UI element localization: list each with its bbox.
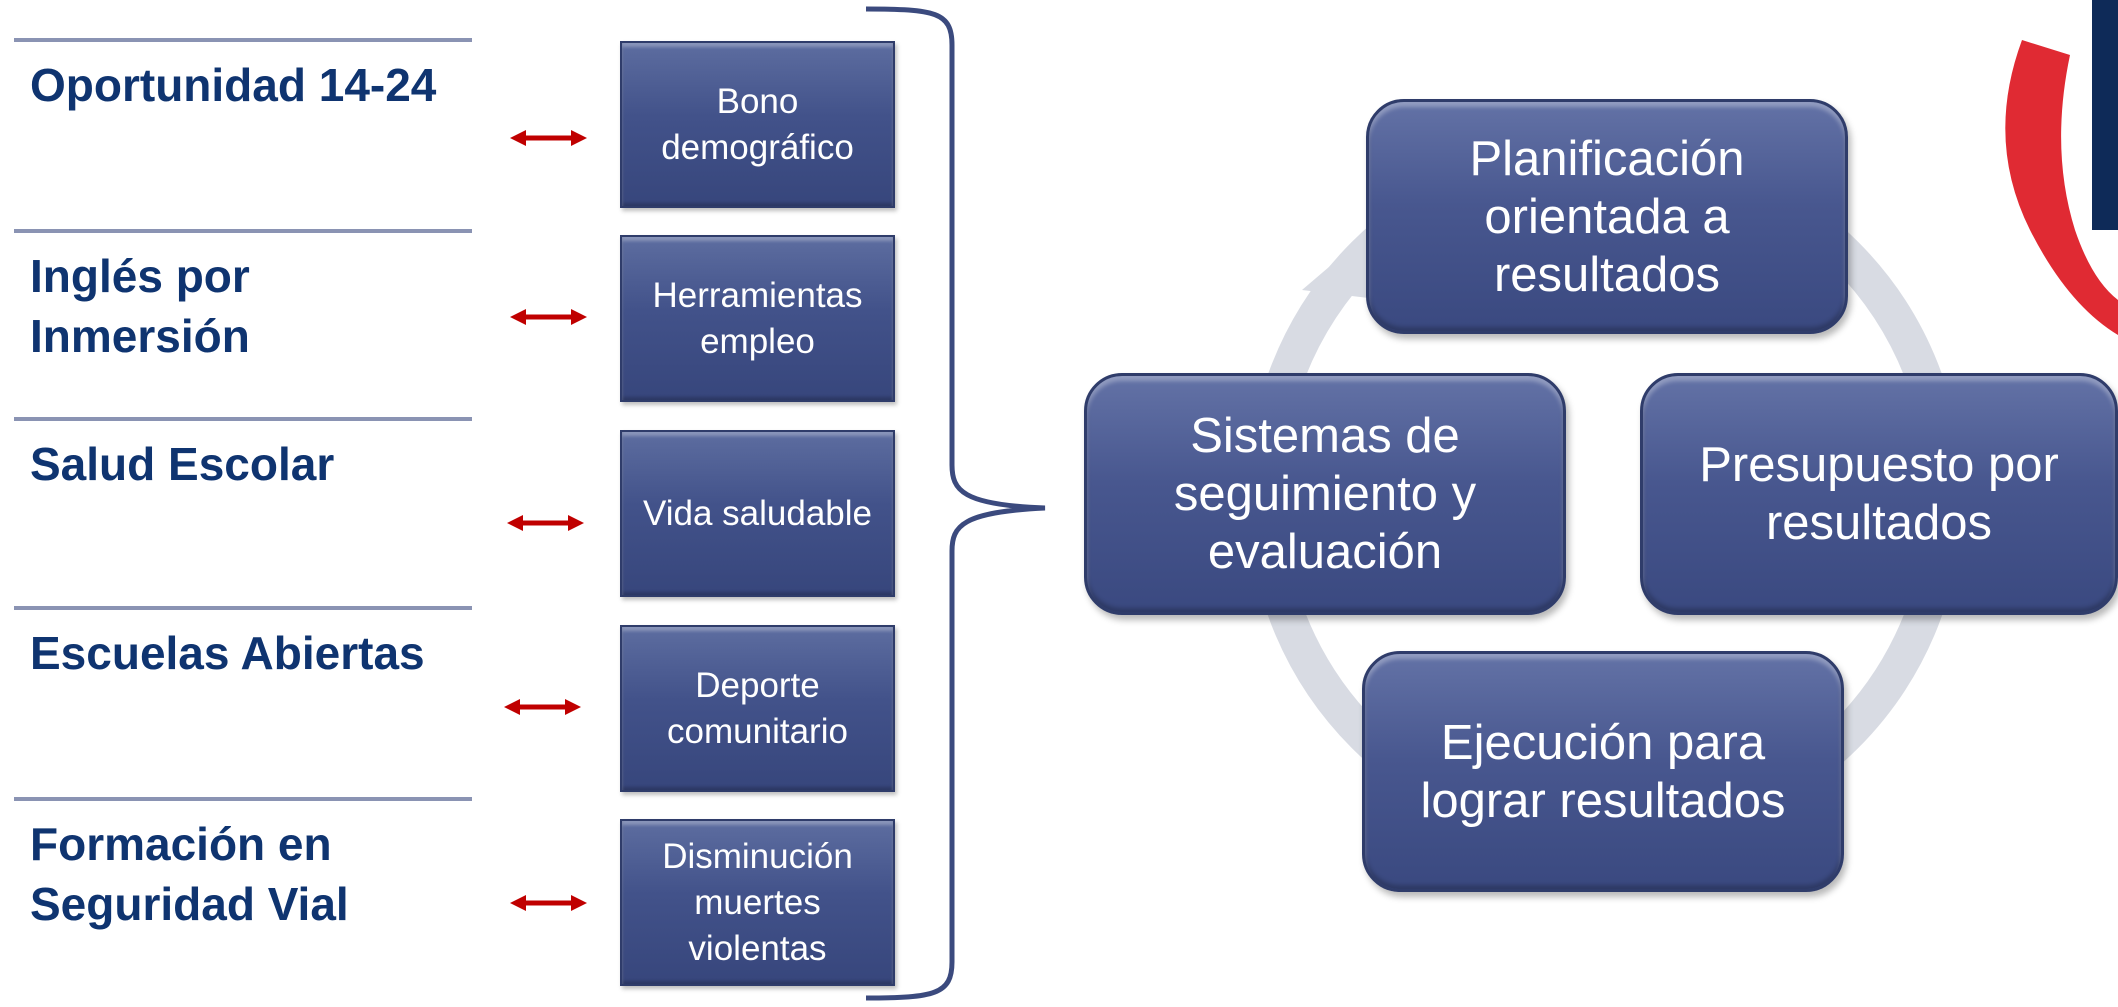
logo-navy-shape <box>2092 0 2118 230</box>
program-label: Escuelas Abiertas <box>30 627 425 679</box>
component-label: Herramientas empleo <box>652 275 863 361</box>
divider-rule <box>14 38 472 42</box>
cycle-step-label: Presupuesto por resultados <box>1699 438 2059 550</box>
divider-rule <box>14 797 472 801</box>
logo-fragment <box>2005 0 2118 335</box>
cycle-step-label: Ejecución para lograr resultados <box>1420 715 1786 828</box>
cycle-step-planning: Planificación orientada a resultados <box>1366 99 1848 334</box>
cycle-step-label: Planificación orientada a resultados <box>1469 131 1745 302</box>
link-arrows <box>504 130 587 911</box>
cycle-step-label: Sistemas de seguimiento y evaluación <box>1173 409 1477 579</box>
component-box: Disminución muertes violentas <box>620 819 895 986</box>
component-label: Bono demográfico <box>661 81 854 167</box>
component-label: Vida saludable <box>643 493 872 533</box>
link-arrow-1 <box>510 130 587 146</box>
link-arrow-4 <box>504 699 581 715</box>
cycle-step-execution: Ejecución para lograr resultados <box>1362 651 1844 892</box>
component-box: Deporte comunitario <box>620 625 895 792</box>
component-label: Deporte comunitario <box>667 665 848 751</box>
divider-rule <box>14 417 472 421</box>
cycle-step-budget: Presupuesto por resultados <box>1640 373 2118 615</box>
program-label: Salud Escolar <box>30 438 335 490</box>
link-arrow-5 <box>510 895 587 911</box>
component-box: Bono demográfico <box>620 41 895 208</box>
component-label: Disminución muertes violentas <box>662 836 853 968</box>
link-arrow-3 <box>507 515 584 531</box>
link-arrow-2 <box>510 309 587 325</box>
logo-red-arc <box>2005 40 2118 335</box>
divider-rule <box>14 229 472 233</box>
program-label: Formación en Seguridad Vial <box>30 818 349 930</box>
divider-rule <box>14 606 472 610</box>
cycle-step-monitoring: Sistemas de seguimiento y evaluación <box>1084 373 1566 615</box>
program-label: Inglés por Inmersión <box>30 250 250 362</box>
component-box: Herramientas empleo <box>620 235 895 402</box>
program-label: Oportunidad 14-24 <box>30 59 437 111</box>
brace <box>865 6 1046 1001</box>
component-box: Vida saludable <box>620 430 895 597</box>
